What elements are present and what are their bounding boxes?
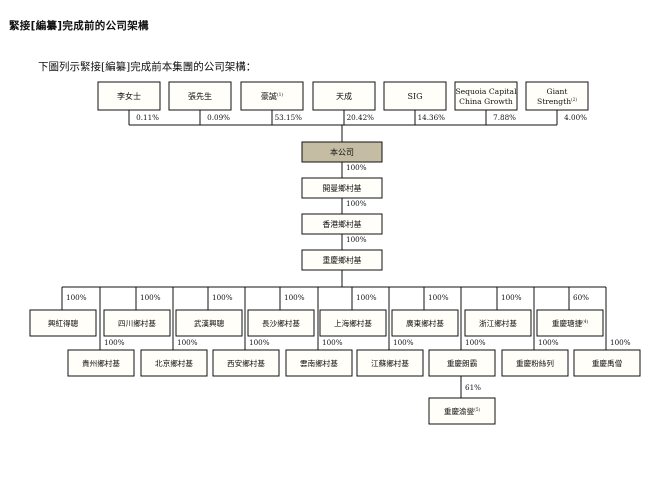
subsidiary-name: 重慶朗霸 — [447, 358, 478, 368]
shareholder-box — [383, 81, 447, 111]
subsidiary-box — [356, 349, 424, 377]
subsidiary-name: 北京鄉村基 — [155, 358, 193, 368]
subsidiary-pct: 100% — [212, 293, 233, 302]
subsidiary-name: 雲南鄉村基 — [300, 358, 338, 368]
shareholder-name: Sequoia Capital — [455, 87, 517, 96]
subsidiary-box — [573, 349, 641, 377]
subsidiary-pct: 100% — [393, 338, 414, 347]
subsidiary-box — [67, 349, 135, 377]
subsidiary-box — [391, 309, 459, 337]
subsidiary-name: 西安鄉村基 — [227, 358, 265, 368]
intro-text: 下圖列示緊接[編纂]完成前本集團的公司架構： — [38, 61, 257, 73]
subsidiary-name: 興紅得聰 — [48, 318, 79, 328]
subsidiary-pct: 100% — [66, 293, 87, 302]
grandchild-name-note: (5) — [474, 407, 480, 412]
subsidiary-box — [319, 309, 387, 337]
subsidiary-box — [464, 309, 532, 337]
shareholder-name: China Growth — [459, 97, 513, 106]
subsidiary-name: 上海鄉村基 — [334, 318, 372, 328]
shareholder-name: 李女士 — [117, 91, 141, 101]
subsidiary-name: 貴州鄉村基 — [82, 358, 120, 368]
subsidiary-pct: 100% — [428, 293, 449, 302]
chain-pct: 100% — [346, 199, 367, 208]
shareholder-name: 天成 — [336, 91, 352, 101]
company-name: 本公司 — [330, 147, 354, 157]
subsidiary-box — [175, 309, 243, 337]
subsidiary-name: 江蘇鄉村基 — [371, 358, 409, 368]
subsidiary-name: 廣東鄉村基 — [406, 318, 444, 328]
shareholder-pct: 14.36% — [418, 113, 446, 122]
grandchild-name: 重慶渝燮(5) — [444, 406, 481, 416]
shareholder-box — [97, 81, 161, 111]
subsidiary-box — [29, 309, 97, 337]
chain-name: 開曼鄉村基 — [323, 183, 362, 193]
shareholder-pct: 4.00% — [564, 113, 587, 122]
subsidiary-pct: 100% — [610, 338, 631, 347]
subsidiary-pct: 100% — [322, 338, 343, 347]
shareholder-box — [525, 81, 589, 111]
shareholder-name: 張先生 — [188, 91, 212, 101]
shareholder-pct: 53.15% — [275, 113, 303, 122]
subsidiary-box — [285, 349, 353, 377]
subsidiary-box — [212, 349, 280, 377]
shareholder-name: Strength(2) — [537, 97, 577, 106]
shareholder-pct: 0.11% — [136, 113, 159, 122]
subsidiary-pct: 100% — [249, 338, 270, 347]
subsidiary-pct: 100% — [140, 293, 161, 302]
subsidiary-name: 武漢興聰 — [194, 318, 225, 328]
subsidiary-name: 重慶禹僧 — [592, 358, 622, 368]
page-heading: 緊接[編纂]完成前的公司架構 — [9, 20, 149, 32]
subsidiary-name: 重慶粉絲列 — [516, 358, 554, 368]
shareholder-name: Giant — [547, 87, 568, 96]
subsidiary-box — [428, 349, 496, 377]
chain-name: 重慶鄉村基 — [323, 255, 362, 265]
subsidiary-box — [247, 309, 315, 337]
shareholder-pct: 0.09% — [207, 113, 230, 122]
shareholder-pct: 7.88% — [493, 113, 516, 122]
subsidiary-name: 重慶瑭捷(4) — [552, 318, 589, 328]
grandchild-box — [428, 397, 496, 425]
chain-pct: 100% — [346, 163, 367, 172]
subsidiary-pct: 100% — [284, 293, 305, 302]
subsidiary-box — [536, 309, 604, 337]
subsidiary-pct: 60% — [573, 293, 589, 302]
subsidiary-pct: 100% — [177, 338, 198, 347]
subsidiary-name: 長沙鄉村基 — [262, 318, 300, 328]
subsidiary-pct: 100% — [501, 293, 522, 302]
chain-pct: 100% — [346, 235, 367, 244]
subsidiary-name: 四川鄉村基 — [118, 318, 156, 328]
shareholder-pct: 20.42% — [347, 113, 375, 122]
shareholder-name-note: (2) — [571, 97, 577, 102]
subsidiary-name-note: (4) — [582, 319, 588, 324]
subsidiary-pct: 100% — [356, 293, 377, 302]
subsidiary-pct: 100% — [104, 338, 125, 347]
subsidiary-pct: 100% — [465, 338, 486, 347]
shareholder-name: SIG — [407, 92, 422, 101]
shareholder-name: 豪誠(1) — [261, 91, 284, 101]
chain-name: 香港鄉村基 — [323, 219, 362, 229]
grandchild-pct: 61% — [465, 383, 481, 392]
subsidiary-box — [140, 349, 208, 377]
subsidiary-box — [103, 309, 171, 337]
subsidiary-pct: 100% — [538, 338, 559, 347]
subsidiary-name: 浙江鄉村基 — [479, 318, 517, 328]
shareholder-name-note: (1) — [277, 93, 284, 98]
subsidiary-box — [501, 349, 569, 377]
